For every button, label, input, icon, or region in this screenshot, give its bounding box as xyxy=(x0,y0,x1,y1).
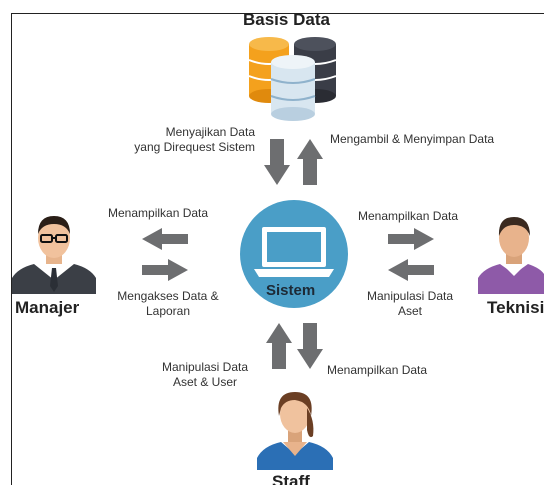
technician-title: Teknisi xyxy=(487,298,544,317)
staff-avatar xyxy=(257,392,333,470)
label-staff-to-system: Manipulasi Data Aset & User xyxy=(150,360,260,390)
label-staff-to-system-line2: Aset & User xyxy=(172,375,238,389)
label-system-to-manager: Menampilkan Data xyxy=(108,206,209,220)
frame-border-left xyxy=(11,13,12,485)
label-system-to-technician: Menampilkan Data xyxy=(358,209,459,223)
label-staff-to-system-line1: Manipulasi Data xyxy=(161,360,249,374)
manager-avatar xyxy=(12,216,96,294)
arrow-staff-to-system xyxy=(266,323,292,369)
label-db-to-system-line2: yang Direquest Sistem xyxy=(134,140,255,154)
label-system-to-staff: Menampilkan Data xyxy=(327,363,428,377)
label-manager-to-system-line1: Mengakses Data & xyxy=(117,289,219,303)
arrow-system-to-staff xyxy=(297,323,323,369)
label-technician-to-system: Manipulasi Data Aset xyxy=(350,289,470,319)
label-technician-to-system-line1: Manipulasi Data xyxy=(366,289,454,303)
database-title: Basis Data xyxy=(243,10,330,29)
label-manager-to-system-line2: Laporan xyxy=(145,304,191,318)
system-title: Sistem xyxy=(266,282,316,299)
label-db-to-system-line1: Menyajikan Data xyxy=(165,125,255,139)
label-manager-to-system: Mengakses Data & Laporan xyxy=(102,289,234,319)
label-db-to-system: Menyajikan Data yang Direquest Sistem xyxy=(100,125,255,155)
database-icon xyxy=(248,37,337,121)
label-technician-to-system-line2: Aset xyxy=(397,304,422,318)
arrow-system-to-technician xyxy=(388,228,434,250)
arrow-technician-to-system xyxy=(388,259,434,281)
label-system-to-db: Mengambil & Menyimpan Data xyxy=(330,132,495,146)
staff-title: Staff xyxy=(272,472,310,485)
frame-border-top xyxy=(11,13,544,14)
arrow-system-to-db xyxy=(297,139,323,185)
arrow-manager-to-system xyxy=(142,259,188,281)
manager-title: Manajer xyxy=(15,298,80,317)
system-icon xyxy=(240,200,348,308)
arrow-system-to-manager xyxy=(142,228,188,250)
technician-avatar xyxy=(478,217,544,294)
arrow-db-to-system xyxy=(264,139,290,185)
